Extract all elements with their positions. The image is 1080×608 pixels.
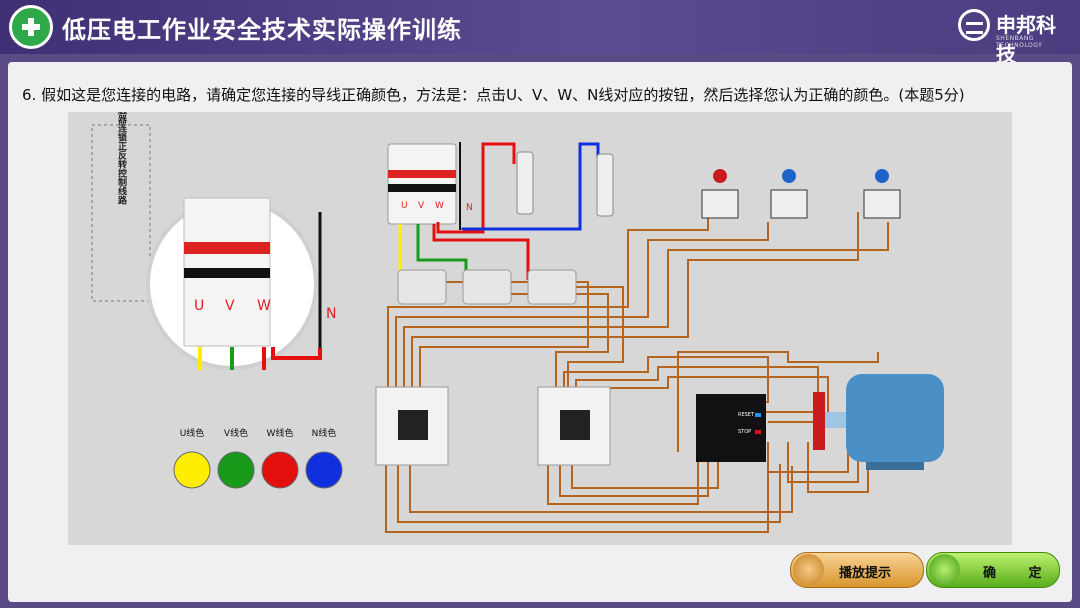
motor <box>813 374 944 470</box>
contactor-1 <box>375 386 449 466</box>
n-color-button[interactable] <box>305 451 343 489</box>
side-label-box <box>91 124 151 302</box>
safety-cross-logo <box>9 5 53 49</box>
fuse-blocks <box>397 269 577 305</box>
breaker-handle <box>388 184 456 192</box>
wiring-diagram: 电动机接触器连锁正反转控制线路 <box>68 112 1012 545</box>
fuse-2 <box>596 153 614 217</box>
v-color-label: V线色 <box>224 427 248 439</box>
play-hint-button[interactable]: 播放提示 <box>790 552 924 588</box>
control-wires <box>385 197 889 533</box>
thermal-relay <box>696 394 766 462</box>
push-buttons <box>701 169 901 219</box>
contactor-2 <box>537 386 611 466</box>
main-panel: 6. 假如这是您连接的电路，请确定您连接的导线正确颜色，方法是：点击U、V、W、… <box>8 62 1072 602</box>
zoom-w-label: W <box>257 298 271 314</box>
w-color-label: W线色 <box>267 427 294 439</box>
confirm-button[interactable]: 确 定 <box>926 552 1060 588</box>
zoom-n-label: N <box>326 306 336 322</box>
brand-name: 申邦科技 <box>996 13 1056 66</box>
v-color-button[interactable] <box>217 451 255 489</box>
fuse-1 <box>516 151 534 215</box>
brand-mark-icon <box>958 9 990 41</box>
u-color-label: U线色 <box>180 427 205 439</box>
zoom-u-label: U <box>194 298 204 314</box>
play-hint-label: 播放提示 <box>839 566 892 581</box>
speaker-icon <box>793 554 824 585</box>
page-title: 低压电工作业安全技术实际操作训练 <box>62 15 462 44</box>
brand-name-en: SHENBANG TECHNOLOGY <box>996 35 1043 49</box>
breaker-w-label: W <box>435 201 444 211</box>
w-color-button[interactable] <box>261 451 299 489</box>
breaker-u-label: U <box>401 201 408 211</box>
breaker-v-label: V <box>418 201 425 211</box>
n-color-label: N线色 <box>312 427 337 439</box>
side-label: 电动机接触器连锁正反转控制线路 <box>116 112 128 205</box>
breaker-zoom-circle: U V W N <box>146 197 336 370</box>
circuit-svg: 电动机接触器连锁正反转控制线路 <box>91 112 944 533</box>
confirm-label: 确 定 <box>983 566 1056 581</box>
zoom-v-label: V <box>225 298 235 314</box>
u-color-button[interactable] <box>173 451 211 489</box>
color-choices: U线色 V线色 W线色 N线色 <box>173 427 343 489</box>
brand-logo: 申邦科技 SHENBANG TECHNOLOGY <box>958 7 1068 66</box>
check-icon <box>929 554 960 585</box>
neutral-label: N <box>466 203 473 213</box>
relay-stop-label: STOP <box>738 429 751 435</box>
question-text: 6. 假如这是您连接的电路，请确定您连接的导线正确颜色，方法是：点击U、V、W、… <box>22 86 965 104</box>
relay-reset-label: RESET <box>738 412 755 418</box>
header-bar: 低压电工作业安全技术实际操作训练 申邦科技 SHENBANG TECHNOLOG… <box>0 0 1080 66</box>
breaker-band <box>388 170 456 178</box>
